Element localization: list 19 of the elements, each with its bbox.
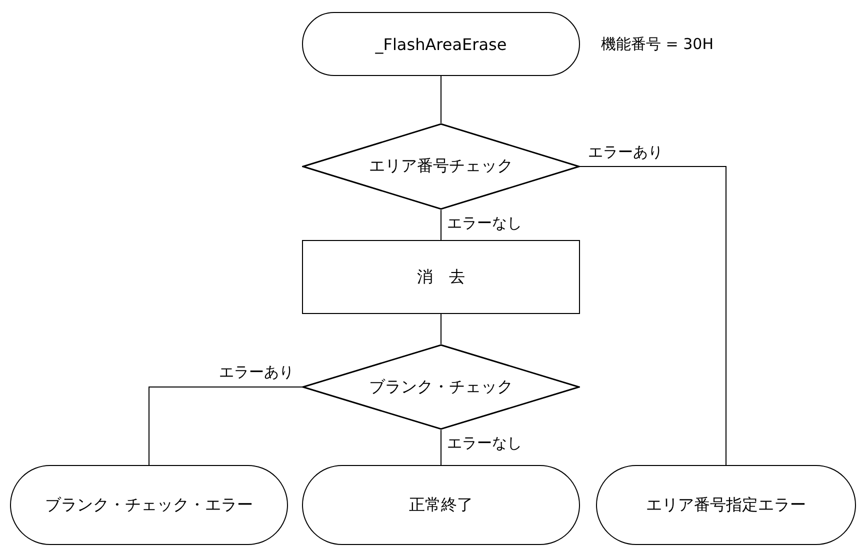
node-label: ブランク・チェック [369, 376, 513, 398]
decision-diamond [302, 123, 580, 210]
node-label: 正常終了 [409, 494, 473, 516]
connector-line [440, 430, 442, 466]
connector-line [440, 210, 442, 240]
process-box [302, 240, 580, 314]
edge-label: エラーなし [447, 214, 522, 233]
function-number-note: 機能番号 = 30H [601, 35, 714, 54]
connector-line [440, 314, 442, 344]
node-label: _FlashAreaErase [375, 34, 507, 54]
node-label: ブランク・チェック・エラー [45, 494, 253, 516]
connector-line [580, 166, 726, 466]
node-label: エリア番号指定エラー [646, 494, 806, 516]
connector-line [440, 76, 442, 124]
node-label: 消 去 [417, 266, 465, 288]
decision-diamond [302, 344, 580, 430]
edge-label: エラーなし [447, 434, 522, 453]
connector-line [148, 386, 302, 466]
node-label: エリア番号チェック [369, 156, 513, 177]
